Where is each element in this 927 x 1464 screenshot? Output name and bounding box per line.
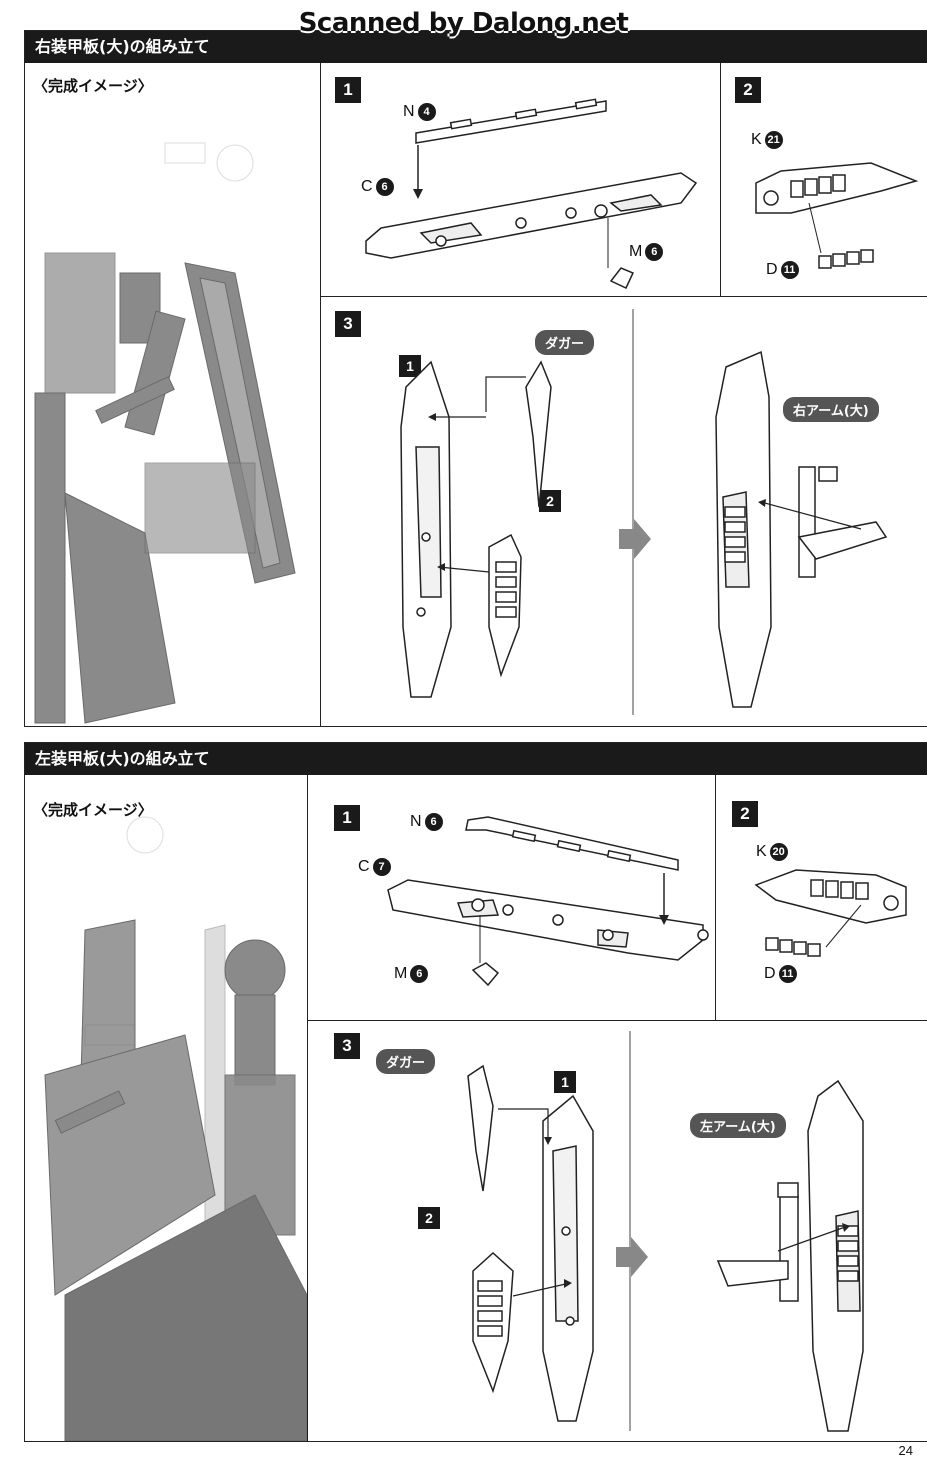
step-3-badge: 3 — [335, 311, 361, 337]
part-label-n: N 4 — [403, 103, 436, 121]
sub-step-2-badge: 2 — [539, 490, 561, 512]
step-2-diagram — [755, 162, 919, 269]
direction-arrow — [616, 1237, 648, 1277]
part-label-k: K 20 — [756, 843, 788, 861]
part-label-k: K 21 — [751, 131, 783, 149]
part-label-m: M 6 — [629, 243, 664, 261]
arm-tag: 左アーム(大) — [690, 1113, 786, 1138]
part-label-c: C 6 — [361, 178, 394, 196]
part-letter: N — [403, 103, 415, 120]
step-1-diagram — [387, 816, 709, 987]
dagger-tag: ダガー — [535, 330, 595, 355]
step-3-diagram — [467, 1031, 864, 1432]
section-title: 右装甲板(大)の組み立て — [25, 31, 927, 63]
step-2-panel: 2 K 20 D 11 — [715, 775, 927, 1020]
step-3-diagram — [400, 309, 888, 715]
arm-tag: 右アーム(大) — [783, 397, 879, 422]
completed-figure-render — [34, 142, 296, 724]
part-number: 11 — [778, 965, 797, 983]
part-letter: K — [756, 843, 767, 860]
step-1-panel: 1 N 6 C 7 M 6 — [307, 775, 715, 1020]
completed-image-panel: 〈完成イメージ〉 — [25, 775, 307, 1441]
step-3-panel: 3 1 2 ダガー 左アーム(大) — [307, 1020, 927, 1441]
part-letter: D — [766, 261, 778, 278]
completed-figure-render — [44, 816, 307, 1441]
part-label-c: C 7 — [358, 858, 391, 876]
sub-step-2-badge: 2 — [418, 1207, 440, 1229]
direction-arrow — [619, 519, 651, 559]
part-label-n: N 6 — [410, 813, 443, 831]
part-letter: C — [361, 178, 373, 195]
part-number: 6 — [410, 965, 429, 983]
step-2-badge: 2 — [732, 801, 758, 827]
section-title: 左装甲板(大)の組み立て — [25, 743, 927, 775]
step-1-diagram — [365, 98, 698, 289]
completed-image-label: 〈完成イメージ〉 — [33, 801, 153, 819]
step-2-panel: 2 K 21 D 11 — [720, 63, 927, 296]
dagger-tag: ダガー — [376, 1049, 436, 1074]
step-3-panel: 3 1 2 ダガー 右アーム(大) — [320, 296, 927, 726]
part-number: 6 — [424, 813, 443, 831]
step-2-badge: 2 — [735, 77, 761, 103]
part-number: 11 — [780, 261, 799, 279]
section-left-armor: 左装甲板(大)の組み立て 〈完成イメージ〉 1 N 6 C 7 — [24, 742, 927, 1442]
part-letter: K — [751, 131, 762, 148]
step-2-diagram — [754, 869, 907, 957]
watermark: Scanned by Dalong.net — [298, 8, 629, 38]
part-number: 6 — [645, 243, 664, 261]
completed-image-label: 〈完成イメージ〉 — [33, 77, 153, 95]
sub-step-1-badge: 1 — [399, 355, 421, 377]
part-number: 4 — [417, 103, 436, 121]
step-1-panel: 1 N 4 C 6 M 6 — [320, 63, 720, 296]
part-number: 21 — [764, 131, 783, 149]
step-1-badge: 1 — [335, 77, 361, 103]
part-number: 20 — [769, 843, 788, 861]
sub-step-1-badge: 1 — [554, 1071, 576, 1093]
step-3-badge: 3 — [334, 1033, 360, 1059]
part-number: 7 — [372, 858, 391, 876]
part-letter: D — [764, 965, 776, 982]
part-letter: M — [629, 243, 643, 260]
part-label-m: M 6 — [394, 965, 429, 983]
part-label-d: D 11 — [766, 261, 799, 279]
part-letter: M — [394, 965, 408, 982]
part-letter: C — [358, 858, 370, 875]
completed-image-panel: 〈完成イメージ〉 — [25, 63, 320, 726]
part-label-d: D 11 — [764, 965, 797, 983]
page-number: 24 — [898, 1443, 913, 1458]
part-number: 6 — [375, 178, 394, 196]
section-right-armor: 右装甲板(大)の組み立て 〈完成イメージ〉 1 N 4 C — [24, 30, 927, 727]
part-letter: N — [410, 813, 422, 830]
step-1-badge: 1 — [334, 805, 360, 831]
